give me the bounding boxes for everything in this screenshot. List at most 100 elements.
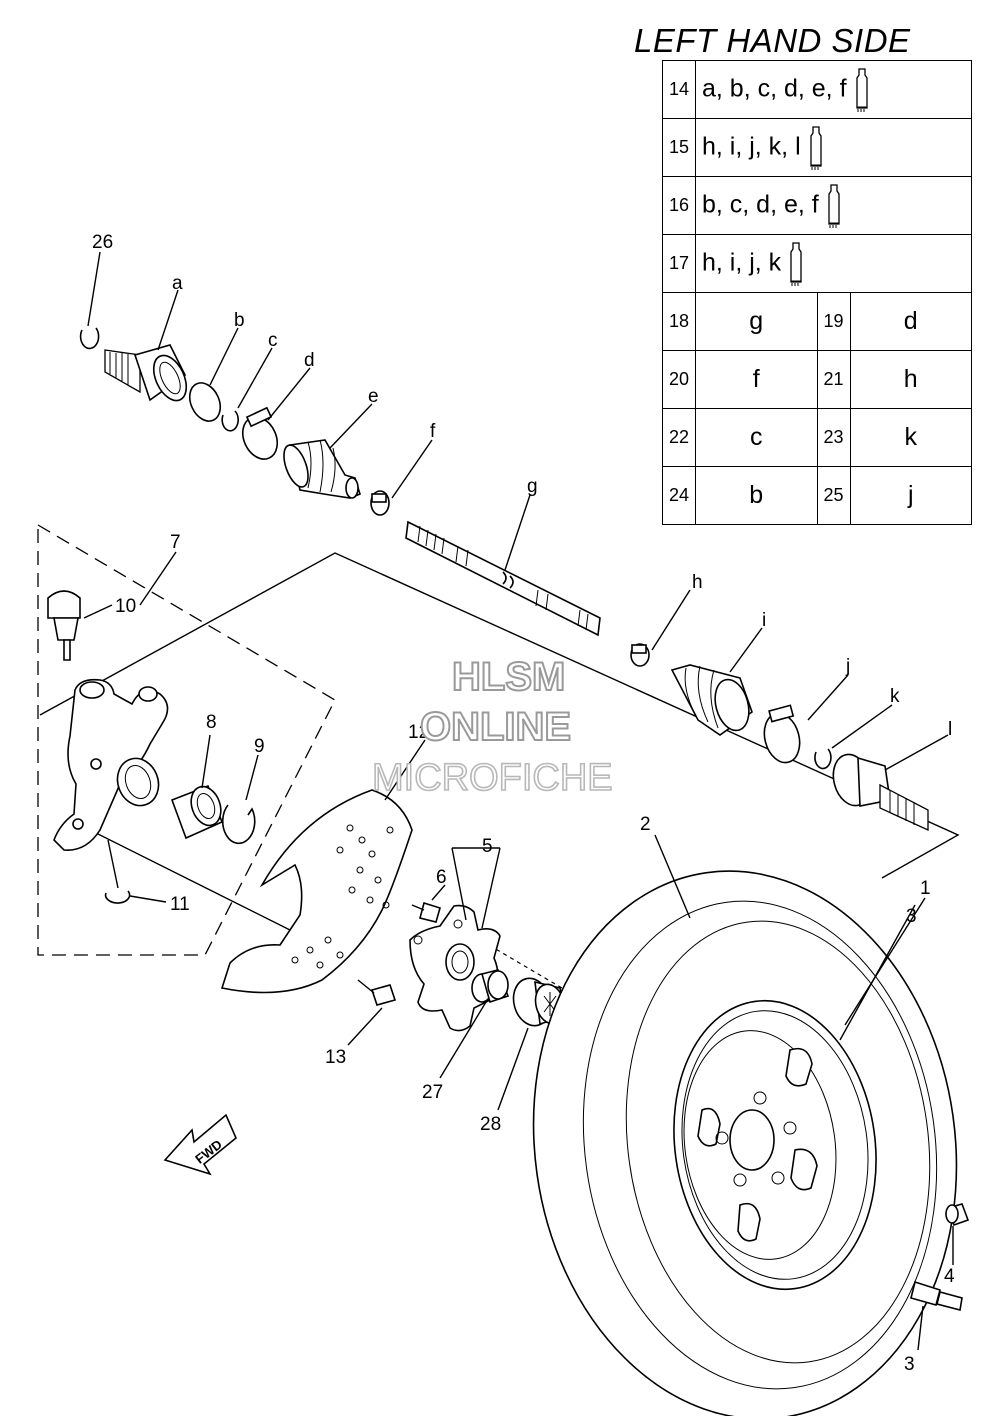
forward-arrow-icon: FWD	[163, 1113, 237, 1176]
bolt-13	[357, 979, 397, 1006]
grease-row: 14 a, b, c, d, e, f	[662, 60, 972, 119]
callout-6: 6	[436, 867, 447, 888]
axle-nut-27	[471, 969, 510, 1004]
ref-number: 14	[662, 60, 696, 119]
leader-lines	[83, 251, 954, 1351]
section-title: LEFT HAND SIDE	[634, 22, 911, 59]
pair-row: 20 f 21 h	[662, 350, 972, 409]
callout-1: 1	[920, 878, 931, 899]
ref-number: 16	[662, 176, 696, 235]
o-ring-b	[188, 382, 222, 422]
callout-d: d	[304, 350, 315, 371]
grease-points: h, i, j, k, l	[695, 118, 972, 177]
ref-number: 18	[662, 292, 696, 351]
pair-row: 24 b 25 j	[662, 466, 972, 525]
ref-number: 24	[662, 466, 696, 525]
wheel-hub-5	[409, 904, 501, 1032]
cv-boot-i	[670, 664, 753, 736]
callout-28: 28	[480, 1114, 501, 1135]
pair-row: 18 g 19 d	[662, 292, 972, 351]
callout-10: 10	[115, 596, 136, 617]
callout-12: 12	[408, 722, 429, 743]
callout-3-label-top: 3	[906, 906, 917, 927]
disc-guard-12	[220, 789, 413, 994]
callout-a: a	[172, 273, 183, 294]
circlip-26	[79, 327, 100, 350]
callout-26: 26	[92, 232, 113, 253]
grease-tube-icon	[809, 125, 822, 170]
grease-points: h, i, j, k	[695, 234, 972, 293]
grease-row: 16 b, c, d, e, f	[662, 176, 972, 235]
grease-letters: h, i, j, k, l	[702, 132, 801, 161]
ref-number: 22	[662, 408, 696, 467]
boot-band-h	[630, 643, 650, 667]
callout-b: b	[234, 310, 245, 331]
rim-1	[673, 999, 877, 1291]
ref-letter: b	[695, 466, 818, 525]
callout-f: f	[430, 421, 436, 442]
circlip-c	[221, 410, 239, 432]
watermark: HLSM ONLINE MICROFICHE	[371, 654, 613, 800]
ref-number: 19	[816, 292, 851, 351]
grease-row: 15 h, i, j, k, l	[662, 118, 972, 177]
grease-points: a, b, c, d, e, f	[695, 60, 972, 119]
ref-number: 17	[662, 234, 696, 293]
valve-stem-3	[910, 1280, 963, 1311]
lubrication-table: 14 a, b, c, d, e, f 15 h, i, j, k, l 16 …	[662, 60, 972, 525]
ref-letter: f	[695, 350, 818, 409]
grease-letters: b, c, d, e, f	[702, 190, 819, 219]
ref-letter: g	[695, 292, 818, 351]
callout-3: 3	[904, 1354, 915, 1375]
callout-27: 27	[422, 1082, 443, 1103]
callout-c: c	[268, 330, 278, 351]
callout-5: 5	[482, 836, 493, 857]
grease-tube-icon	[828, 183, 840, 228]
ref-number: 20	[662, 350, 696, 409]
axis-line	[79, 824, 301, 936]
ref-letter: c	[695, 408, 818, 467]
ref-number: 25	[816, 466, 851, 525]
circlip-k	[814, 748, 832, 770]
callout-j: j	[845, 656, 850, 677]
callout-7: 7	[170, 532, 181, 553]
grease-tube-icon	[790, 241, 802, 286]
callout-2: 2	[640, 814, 651, 835]
callout-g: g	[527, 476, 538, 497]
bolt-6	[411, 901, 441, 923]
boot-band-f	[370, 490, 390, 516]
grease-letters: h, i, j, k	[702, 248, 782, 277]
ball-joint-10	[47, 590, 81, 661]
wheel-bearing-8	[170, 784, 224, 840]
steering-knuckle-7	[53, 678, 169, 851]
callout-h: h	[692, 572, 703, 593]
watermark-line1: HLSM	[452, 655, 565, 699]
knuckle-group-box	[37, 523, 336, 956]
cv-joint-a	[104, 344, 188, 402]
wheel-nut-4	[945, 1203, 970, 1227]
callout-13: 13	[325, 1047, 346, 1068]
cv-joint-l	[832, 753, 929, 832]
ref-number: 23	[816, 408, 851, 467]
circlip-11	[104, 890, 131, 904]
callout-i: i	[762, 610, 766, 631]
ref-letter: d	[849, 292, 972, 351]
grease-letters: a, b, c, d, e, f	[702, 74, 847, 103]
callout-l: l	[948, 719, 952, 740]
callout-4: 4	[944, 1266, 955, 1287]
callout-9: 9	[254, 736, 265, 757]
watermark-line3: MICROFICHE	[372, 757, 613, 799]
drive-shaft-g	[405, 520, 601, 637]
callout-e: e	[368, 386, 379, 407]
boot-band-j	[763, 704, 801, 764]
callout-11: 11	[170, 894, 190, 915]
circlip-9	[221, 804, 256, 845]
grease-row: 17 h, i, j, k	[662, 234, 972, 293]
ref-number: 21	[816, 350, 851, 409]
cv-boot-e	[283, 439, 361, 499]
ref-letter: h	[849, 350, 972, 409]
boot-band-d	[241, 406, 279, 460]
watermark-line2: ONLINE	[420, 705, 571, 749]
grease-tube-icon	[855, 67, 868, 112]
grease-points: b, c, d, e, f	[695, 176, 972, 235]
